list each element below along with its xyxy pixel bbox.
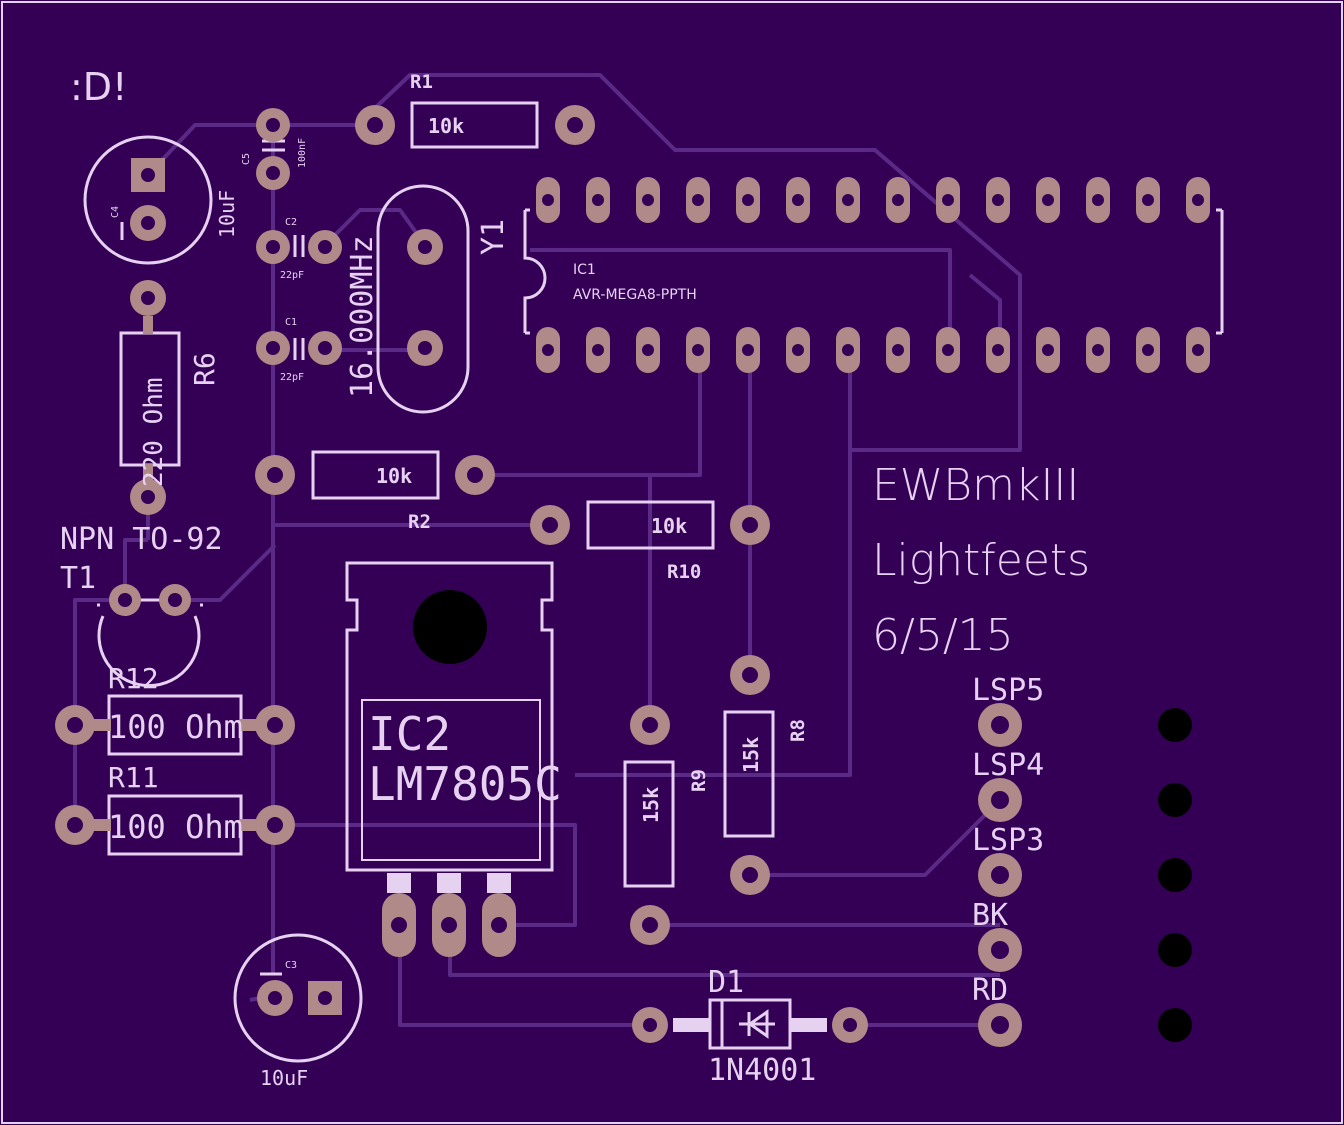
c2-value: 22pF [280,270,304,281]
c4-label: C4 [110,206,121,218]
ic1-value: AVR-MEGA8-PPTH [573,287,697,303]
lsp4-label: LSP4 [972,748,1044,783]
c4-value: 10uF [215,190,239,238]
ic1-pad-hole [1042,194,1054,206]
ic1-pad-hole [542,344,554,356]
rd-label: RD [972,973,1008,1008]
r6-label: R6 [188,352,221,386]
labels: :D! R1 10k R2 10k R10 10k R8 15k R9 15k … [60,65,1090,1090]
r11-label: R11 [108,761,159,794]
ic1-pad-hole [892,344,904,356]
ic1-pad-hole [642,194,654,206]
ic2-label: IC2 [368,707,451,761]
r12-label: R12 [108,662,159,695]
ic1-pad-hole [942,344,954,356]
r9-value: 15k [639,787,663,823]
d1-value: 1N4001 [708,1053,816,1088]
ic1-label: IC1 [573,262,596,278]
r1-value: 10k [428,114,464,138]
r2-value: 10k [376,464,412,488]
c5-value: 100nF [297,138,308,168]
r8-label: R8 [787,719,809,742]
ic1-pad-hole [842,344,854,356]
ic1-pad-hole [892,194,904,206]
title-line2: Lightfeets [872,535,1090,586]
ic1-pad-hole [1142,194,1154,206]
ic1-pad-hole [792,344,804,356]
ic1-pad-hole [542,194,554,206]
lsp5-label: LSP5 [972,673,1044,708]
ic1-pad-hole [692,194,704,206]
ic1-pad-hole [792,194,804,206]
t1-value: NPN TO-92 [60,522,223,557]
c1-label: C1 [285,317,297,328]
c3-label: C3 [285,960,297,971]
ic1-pad-hole [742,344,754,356]
ic1-pad-hole [842,194,854,206]
ic1-pad-hole [992,194,1004,206]
y1-value: 16.000MHz [345,235,380,398]
smiley-text: :D! [70,65,127,109]
bk-label: BK [972,898,1008,933]
r2-label: R2 [408,511,431,533]
lsp3-label: LSP3 [972,823,1044,858]
ic2-value: LM7805C [368,757,562,811]
ic1-pad-hole [1042,344,1054,356]
r9-label: R9 [688,769,710,792]
y1-label: Y1 [476,219,511,255]
c2-label: C2 [285,217,297,228]
r10-label: R10 [667,561,701,583]
ic1-pad-hole [642,344,654,356]
r6-value: 220 Ohm [139,377,169,487]
ic1-pads [536,177,1210,373]
r1-label: R1 [410,71,433,93]
ic1-pad-hole [742,194,754,206]
ic1-pad-hole [1192,194,1204,206]
title-line1: EWBmkIII [872,460,1079,511]
ic1-pad-hole [1142,344,1154,356]
ic1-pad-hole [592,194,604,206]
r10-value: 10k [651,514,687,538]
ic1-pad-hole [592,344,604,356]
ic1-pad-hole [942,194,954,206]
ic1-pad-hole [692,344,704,356]
r8-value: 15k [739,737,763,773]
c3-value: 10uF [260,1066,308,1090]
ic1-pad-hole [1092,344,1104,356]
r11-value: 100 Ohm [108,808,243,846]
d1-label: D1 [708,965,744,1000]
pads [55,105,1192,1047]
c5-label: C5 [241,153,252,165]
ic1-pad-hole [1092,194,1104,206]
t1-label: T1 [60,561,96,596]
ic1-pad-hole [1192,344,1204,356]
c1-value: 22pF [280,372,304,383]
ic1-pad-hole [992,344,1004,356]
r12-value: 100 Ohm [108,708,243,746]
title-line3: 6/5/15 [872,610,1014,661]
